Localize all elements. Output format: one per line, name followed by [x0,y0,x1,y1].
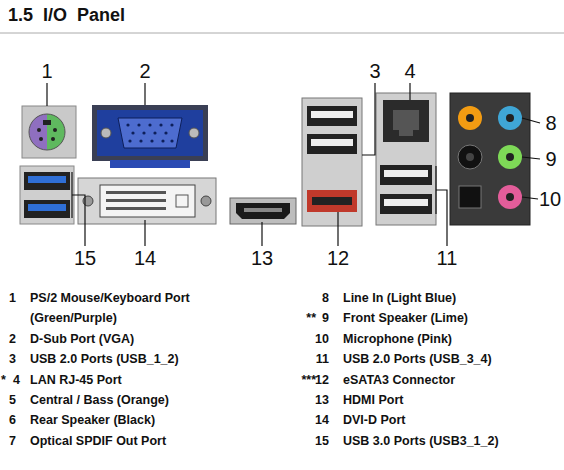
list-number: 13 [315,390,329,410]
list-number: * [1,370,6,390]
port-description: Optical SPDIF Out Port [30,431,166,451]
audio-jacks [450,93,530,225]
port-description: Line In (Light Blue) [343,288,456,308]
list-number: 4 [13,370,20,390]
title-rule [0,33,564,34]
callout-number: 12 [318,247,358,269]
list-number: 14 [315,410,329,430]
dvi-port [78,178,216,224]
list-number: 12 [315,370,329,390]
port-description: eSATA3 Connector [343,370,455,390]
port-description: Front Speaker (Lime) [343,308,468,328]
callout-number: 11 [427,247,467,269]
port-description: DVI-D Port [343,410,406,430]
callout-number: 15 [65,247,105,269]
callout-number: 1 [27,60,67,82]
section-title: 1.5 I/O Panel [8,5,125,26]
list-number: ** [306,308,316,328]
vga-port [92,105,208,168]
port-description: USB 2.0 Ports (USB_3_4) [343,349,492,369]
port-description: PS/2 Mouse/Keyboard Port (Green/Purple) [30,288,215,329]
leader-lines [47,83,540,246]
port-description: USB 3.0 Ports (USB3_1_2) [343,431,499,451]
port-description: USB 2.0 Ports (USB_1_2) [30,349,179,369]
list-number: 11 [316,349,329,369]
callout-number: 3 [355,60,395,82]
port-description: Microphone (Pink) [343,329,452,349]
callout-number: 10 [530,188,564,210]
callout-number: 13 [242,247,282,269]
list-number: 15 [315,431,329,451]
callout-number: 9 [531,148,564,170]
callout-number: 8 [531,112,564,134]
list-number: 7 [9,431,16,451]
port-description: HDMI Port [343,390,403,410]
list-number: 5 [9,390,16,410]
usb-esata-stack [302,98,362,226]
usb3-ports [20,166,74,224]
list-number: 8 [322,288,329,308]
callout-number: 14 [125,247,165,269]
callout-number: 2 [125,60,165,82]
port-description: D-Sub Port (VGA) [30,329,134,349]
list-number: 3 [9,349,16,369]
list-number: *** [301,370,316,390]
list-number: 6 [9,410,16,430]
callout-number: 4 [390,60,430,82]
port-description: Central / Bass (Orange) [30,390,169,410]
list-number: 9 [322,308,329,328]
list-number: 1 [9,288,16,308]
list-number: 2 [9,329,16,349]
ps2-port [22,106,76,158]
hdmi-port [230,198,296,224]
port-description: LAN RJ-45 Port [30,370,122,390]
port-description: Rear Speaker (Black) [30,410,155,430]
list-number: 10 [315,329,329,349]
lan-usb-stack [376,93,436,225]
